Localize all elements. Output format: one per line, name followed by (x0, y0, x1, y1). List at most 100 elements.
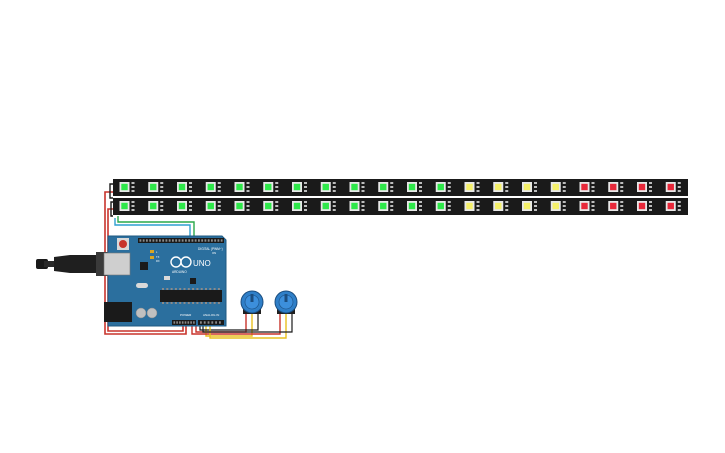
chip-pin[interactable] (205, 288, 207, 290)
led-2-5[interactable] (236, 202, 243, 210)
led-2-8[interactable] (322, 202, 329, 210)
led-2-19[interactable] (638, 202, 646, 210)
chip-pin[interactable] (192, 288, 195, 290)
led-2-10[interactable] (380, 202, 387, 210)
digital-pin[interactable] (204, 239, 207, 242)
led-1-14[interactable] (495, 183, 502, 191)
led-2-3[interactable] (178, 202, 186, 210)
atmega-chip[interactable] (160, 290, 222, 302)
chip-pin[interactable] (217, 302, 220, 304)
wire-pot1-ground[interactable] (199, 314, 259, 331)
power-pin[interactable] (187, 321, 190, 324)
potentiometer-2[interactable] (274, 290, 298, 314)
chip-pin[interactable] (183, 288, 186, 290)
led-2-14[interactable] (495, 202, 502, 210)
led-2-2[interactable] (150, 202, 157, 210)
digital-pin[interactable] (162, 239, 165, 242)
digital-pin[interactable] (139, 239, 142, 242)
chip-pin[interactable] (187, 302, 190, 304)
led-2-9[interactable] (351, 202, 358, 210)
digital-pin[interactable] (185, 239, 187, 242)
power-pin[interactable] (193, 321, 195, 324)
led-1-4[interactable] (207, 183, 214, 191)
analog-pin[interactable] (207, 321, 210, 324)
wire-data-strip-2[interactable] (114, 218, 191, 238)
led-1-2[interactable] (150, 183, 157, 191)
power-header[interactable] (172, 320, 196, 325)
chip-pin[interactable] (179, 302, 182, 304)
led-strip-1[interactable] (113, 179, 688, 196)
digital-pin[interactable] (149, 239, 152, 242)
led-2-20[interactable] (667, 202, 674, 210)
digital-pin[interactable] (191, 239, 194, 242)
led-1-8[interactable] (322, 183, 329, 191)
led-2-17[interactable] (581, 202, 588, 210)
digital-pin[interactable] (201, 239, 204, 242)
chip-pin[interactable] (166, 302, 169, 304)
digital-pin[interactable] (159, 239, 161, 242)
wire-pot2-ground[interactable] (202, 314, 293, 333)
wire-data-strip-1[interactable] (117, 216, 195, 238)
led-1-20[interactable] (667, 183, 674, 191)
chip-pin[interactable] (170, 288, 173, 290)
digital-pin[interactable] (211, 239, 213, 242)
led-1-7[interactable] (293, 183, 301, 191)
analog-pin[interactable] (211, 321, 214, 324)
digital-pin[interactable] (181, 239, 184, 242)
led-1-1[interactable] (121, 183, 128, 191)
led-2-12[interactable] (437, 202, 444, 210)
digital-pin[interactable] (194, 239, 197, 242)
chip-pin[interactable] (187, 288, 190, 290)
reset-button[interactable] (119, 240, 127, 248)
digital-pin[interactable] (146, 239, 148, 242)
led-2-15[interactable] (523, 202, 531, 210)
chip-pin[interactable] (162, 302, 164, 304)
digital-pin[interactable] (175, 239, 178, 242)
power-jack[interactable] (104, 302, 132, 322)
chip-pin[interactable] (196, 302, 199, 304)
chip-pin[interactable] (200, 288, 203, 290)
digital-pin[interactable] (142, 239, 145, 242)
digital-pin[interactable] (220, 239, 223, 242)
chip-pin[interactable] (179, 288, 182, 290)
analog-header[interactable] (198, 320, 224, 325)
digital-pin[interactable] (214, 239, 217, 242)
analog-pin[interactable] (219, 321, 221, 324)
chip-pin[interactable] (217, 288, 220, 290)
chip-pin[interactable] (209, 302, 212, 304)
wire-power-strip[interactable] (104, 191, 187, 335)
chip-pin[interactable] (174, 302, 177, 304)
chip-pin[interactable] (205, 302, 207, 304)
chip-pin[interactable] (209, 288, 212, 290)
digital-pin[interactable] (178, 239, 181, 242)
analog-pin[interactable] (203, 321, 206, 324)
wire-pot2-signal[interactable] (209, 314, 287, 339)
led-1-16[interactable] (552, 183, 559, 191)
digital-pin[interactable] (188, 239, 191, 242)
led-1-9[interactable] (351, 183, 358, 191)
led-1-3[interactable] (178, 183, 186, 191)
digital-pin[interactable] (152, 239, 155, 242)
wire-power-strip-2[interactable] (107, 208, 184, 332)
led-2-4[interactable] (207, 202, 214, 210)
led-1-5[interactable] (236, 183, 243, 191)
led-1-13[interactable] (466, 183, 473, 191)
led-2-16[interactable] (552, 202, 559, 210)
power-pin[interactable] (179, 321, 181, 324)
arduino-board[interactable]: DIGITAL (PWM~) L TX RX ARDUINO UNO ON PO… (103, 235, 227, 327)
led-2-13[interactable] (466, 202, 473, 210)
led-1-10[interactable] (380, 183, 387, 191)
analog-pin[interactable] (200, 321, 202, 324)
digital-pin[interactable] (198, 239, 200, 242)
led-1-19[interactable] (638, 183, 646, 191)
power-pin[interactable] (190, 321, 192, 324)
led-1-18[interactable] (610, 183, 617, 191)
led-1-17[interactable] (581, 183, 588, 191)
chip-pin[interactable] (183, 302, 186, 304)
chip-pin[interactable] (174, 288, 177, 290)
chip-pin[interactable] (196, 288, 199, 290)
led-1-15[interactable] (523, 183, 531, 191)
digital-pin[interactable] (207, 239, 210, 242)
digital-pin[interactable] (155, 239, 158, 242)
